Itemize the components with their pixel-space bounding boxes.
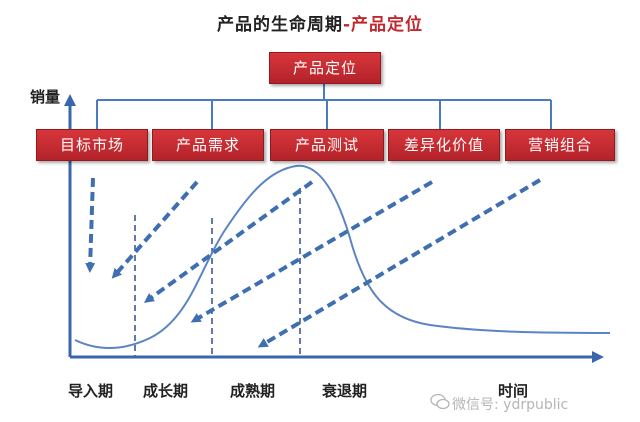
box-product-test: 产品测试 (270, 129, 384, 161)
positioning-box: 产品定位 (269, 52, 381, 84)
stage-growth: 成长期 (143, 382, 189, 400)
diagram-title: 产品的生命周期-产品定位 (0, 10, 640, 35)
life-cycle-curve (74, 164, 611, 350)
stage-introduction: 导入期 (68, 382, 114, 400)
arrow-product-test (143, 180, 314, 303)
title-main: 产品的生命周期 (216, 15, 343, 35)
arrow-differentiation (190, 180, 434, 323)
dashed-arrows (85, 177, 542, 348)
box-differentiation: 差异化价值 (388, 129, 500, 161)
box-product-demand: 产品需求 (152, 129, 264, 161)
arrow-product-demand (111, 180, 199, 279)
stage-maturity: 成熟期 (230, 382, 276, 400)
title-separator: - (342, 15, 352, 35)
box-marketing-mix: 营销组合 (505, 129, 615, 161)
box-target-market: 目标市场 (36, 129, 148, 161)
arrow-target-market (85, 177, 96, 273)
title-accent: 产品定位 (351, 15, 424, 35)
y-axis-label: 销量 (30, 88, 61, 106)
bracket (96, 80, 552, 130)
x-axis-label: 时间 (498, 382, 529, 400)
stage-decline: 衰退期 (322, 382, 368, 400)
arrow-marketing-mix (257, 178, 542, 348)
watermark-text: 微信号: ydrpublic (452, 397, 569, 413)
stage-dividers (134, 188, 301, 356)
wechat-icon (430, 393, 450, 410)
